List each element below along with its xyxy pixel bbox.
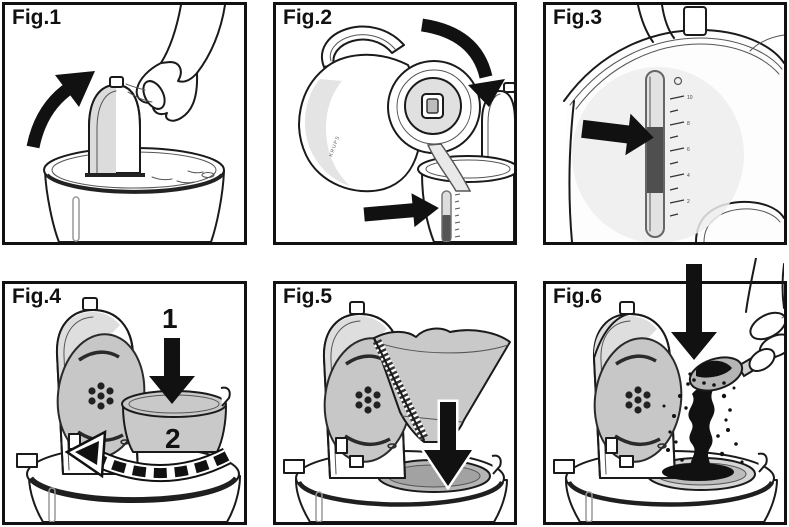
carafe-handle-top [637, 5, 707, 43]
shower-head-icon [355, 386, 381, 414]
arrow-down-outlined-icon [419, 399, 477, 491]
svg-text:6: 6 [687, 147, 690, 153]
svg-text:8: 8 [687, 121, 690, 127]
fig1-label: Fig.1 [12, 6, 62, 29]
kettle-handle [321, 25, 405, 68]
panel-fig4: Fig.4 [2, 281, 247, 525]
panel-fig1: Fig.1 [2, 2, 247, 245]
step-number-1: 1 [162, 303, 178, 334]
filter-basket [121, 386, 231, 453]
svg-text:10: 10 [687, 95, 693, 101]
panel-fig3: Fig.3 [543, 2, 787, 245]
arrow-down-icon: 1 [149, 303, 195, 404]
water-stream [426, 143, 472, 192]
water-gauge [441, 190, 461, 242]
curved-arrow-up-icon [26, 71, 95, 149]
step-number-2: 2 [165, 423, 181, 454]
reservoir-lid [481, 82, 514, 168]
fig5-illustration [283, 301, 511, 522]
fig6-label: Fig.6 [553, 285, 603, 308]
fig4-label: Fig.4 [12, 285, 62, 308]
arrow-right-icon [363, 193, 439, 228]
svg-text:4: 4 [687, 173, 690, 179]
kettle-opening [387, 60, 481, 154]
lid-top-vents [151, 170, 215, 184]
fig5-label: Fig.5 [283, 285, 333, 308]
dashed-rotate-arrow-left-icon: 2 [64, 423, 232, 482]
curved-arrow-down-icon [420, 18, 505, 107]
shower-head-icon [88, 382, 114, 410]
gauge-tick-labels: 10 8 6 4 2 [687, 95, 693, 205]
water-gauge-hint [72, 196, 80, 242]
hand [745, 258, 784, 372]
fig2-label: Fig.2 [283, 6, 333, 29]
gauge-ticks [669, 95, 685, 217]
fig3-illustration: 10 8 6 4 2 [563, 5, 784, 242]
panel-fig5: Fig.5 [273, 281, 517, 525]
fig1-illustration [26, 5, 226, 242]
fig3-label: Fig.3 [553, 6, 603, 29]
water-level-fill [647, 127, 663, 193]
paper-filter [372, 327, 511, 443]
open-lid [592, 301, 683, 479]
hand [125, 5, 226, 122]
water-level-gauge: 10 8 6 4 2 [645, 70, 693, 238]
panel-fig6: Fig.6 [543, 258, 787, 525]
arrow-right-icon [581, 113, 654, 156]
svg-text:2: 2 [687, 199, 690, 205]
fig2-illustration: KRUPS [298, 18, 514, 242]
fig4-illustration: 1 2 [16, 297, 241, 522]
open-lid [55, 297, 146, 475]
cup-mark-icon [673, 76, 683, 86]
fig6-illustration [553, 258, 784, 522]
shower-head-icon [625, 386, 651, 414]
coffee-grounds-stream [662, 382, 744, 481]
arrow-down-icon [671, 264, 717, 360]
panel-fig2: Fig.2 [273, 2, 517, 245]
reservoir-lid [85, 76, 145, 177]
